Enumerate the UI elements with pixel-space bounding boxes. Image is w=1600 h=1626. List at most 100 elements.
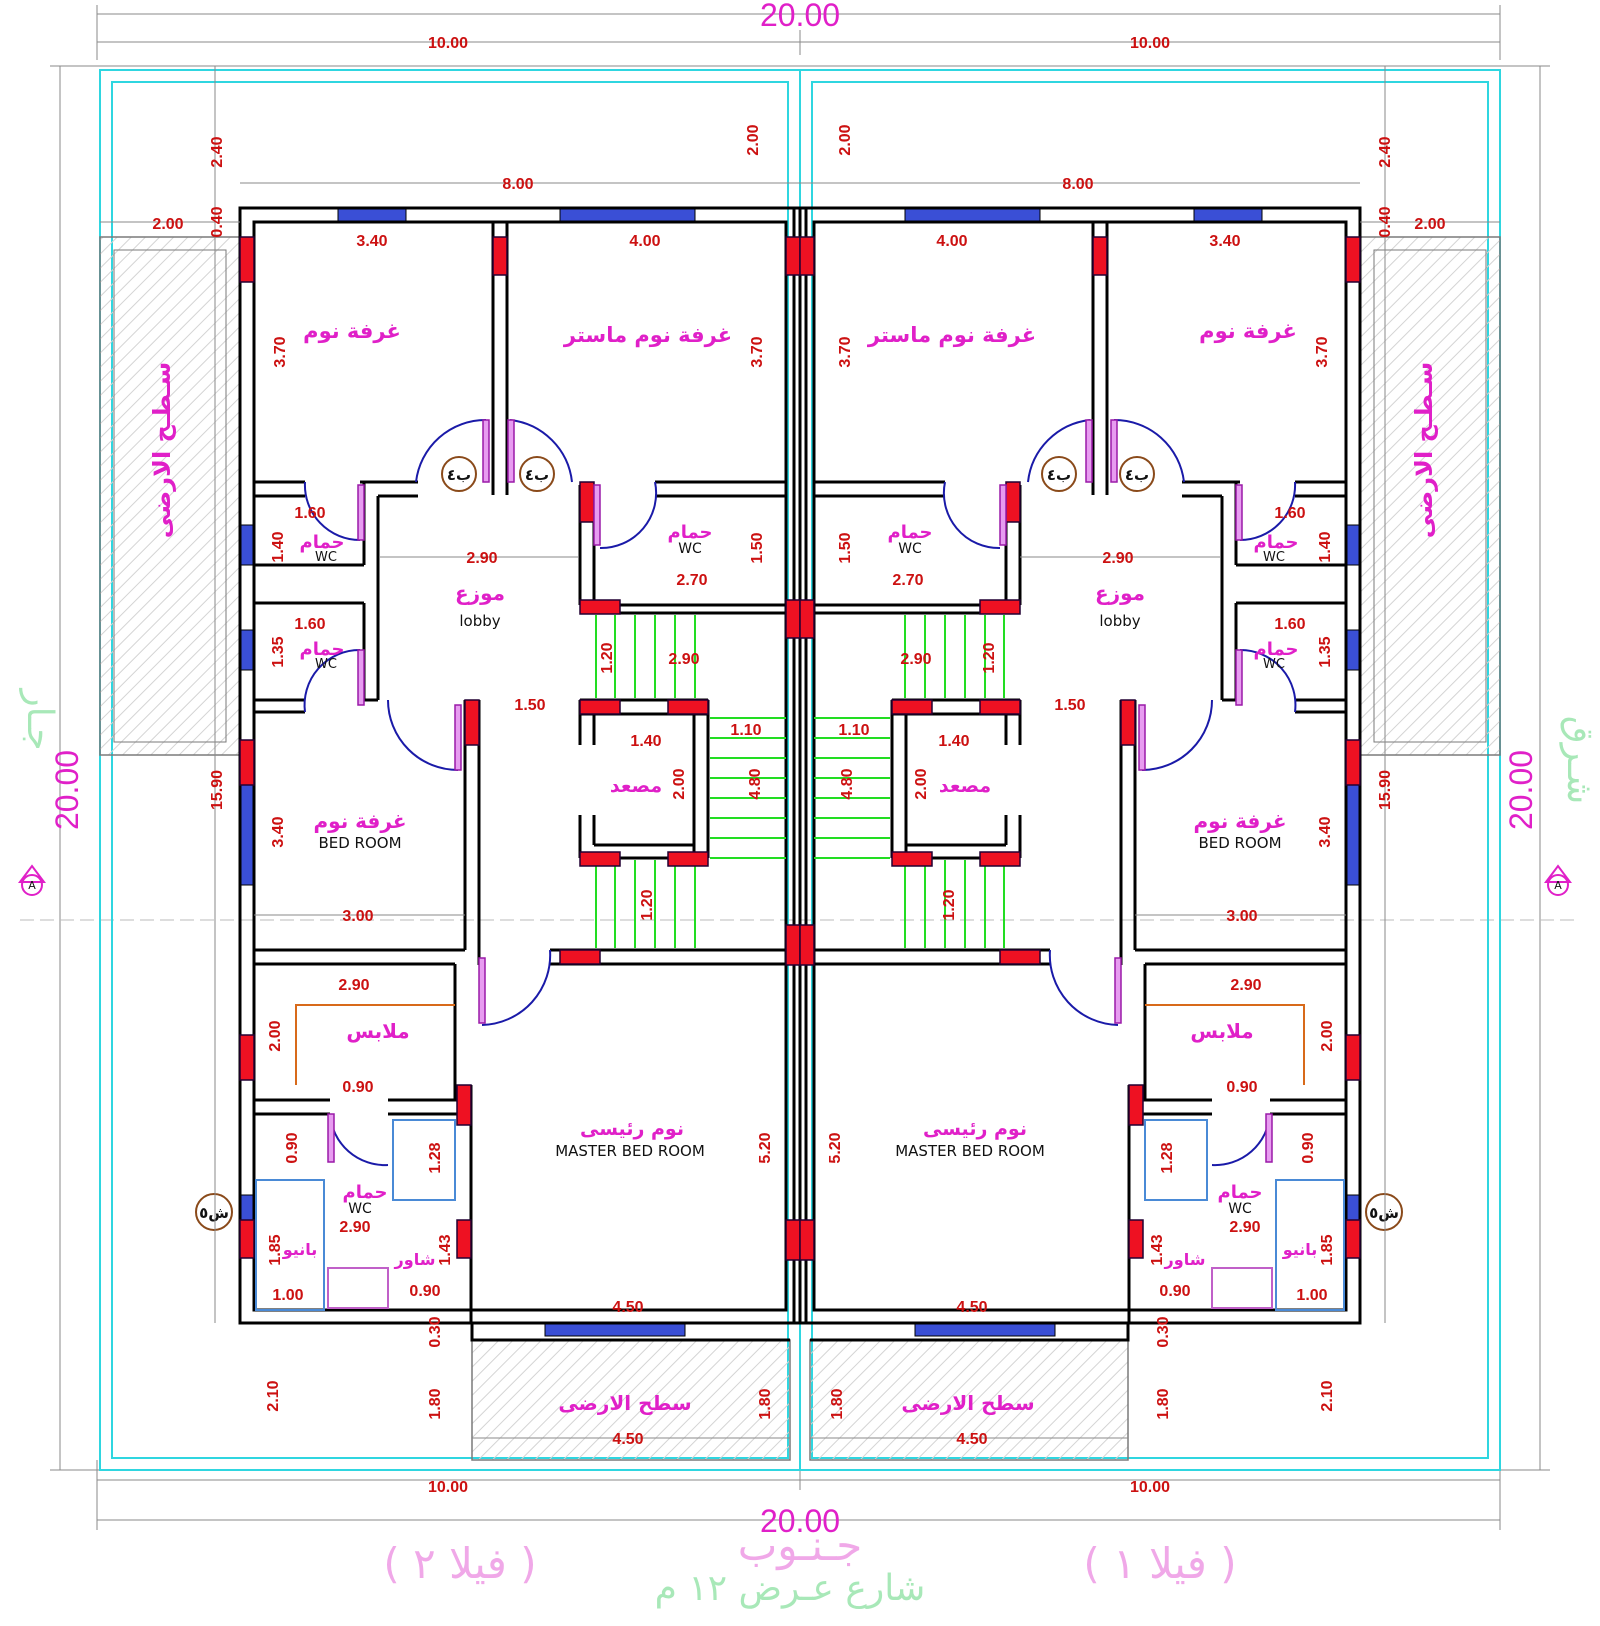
dim-bath2-width: 2.70 bbox=[676, 572, 707, 589]
dim-house-depth-r: 15.90 bbox=[1377, 770, 1394, 810]
room-main-bedroom: نوم رئيسى bbox=[580, 1118, 684, 1140]
room-wc-3-r: WC bbox=[1263, 657, 1285, 672]
dim-closet-width: 2.90 bbox=[338, 977, 369, 994]
dim-terrace-r: 2.00 bbox=[1414, 216, 1445, 233]
dim-closet-width-r: 2.90 bbox=[1230, 977, 1261, 994]
dim-stair-length: 4.80 bbox=[747, 768, 764, 799]
dim-front-r: 2.00 bbox=[837, 124, 854, 155]
room-lobby-en-r: lobby bbox=[1099, 612, 1140, 630]
dim-bath2-depth-r: 1.50 bbox=[837, 532, 854, 563]
dim-terrace-width: 4.50 bbox=[612, 1431, 643, 1448]
room-wc-2-r: WC bbox=[898, 541, 922, 557]
roof-label-bottom-right: سطح الارضى bbox=[901, 1391, 1034, 1415]
dim-front-l: 2.00 bbox=[745, 124, 762, 155]
dim-bed2-depth: 3.40 bbox=[270, 816, 287, 847]
dim-elevator-width: 1.40 bbox=[630, 733, 661, 750]
dim-tub-width-r: 1.00 bbox=[1296, 1287, 1327, 1304]
dim-setback-l: 2.40 bbox=[209, 136, 226, 167]
villa-2-label: ( فيلا ٢ ) bbox=[383, 1539, 536, 1588]
room-bedroom-2-r: غرفة نوم bbox=[1194, 809, 1287, 833]
room-lobby: موزع bbox=[455, 581, 505, 605]
dim-bed2-width-r: 3.00 bbox=[1226, 908, 1257, 925]
room-master-bed-en: MASTER BED ROOM bbox=[555, 1142, 705, 1160]
dim-stair-length-r: 4.80 bbox=[839, 768, 856, 799]
tag-shower-right: ش٥ bbox=[1369, 1204, 1399, 1222]
room-bathroom-4-r: حمام bbox=[1218, 1182, 1263, 1203]
room-closet-r: ملابس bbox=[1190, 1019, 1253, 1043]
room-tags bbox=[195, 456, 1403, 1231]
room-main-bedroom-r: نوم رئيسى bbox=[923, 1118, 1027, 1140]
dim-wc1-depth-r: 1.40 bbox=[1317, 531, 1334, 562]
dim-tub-length: 1.85 bbox=[267, 1234, 284, 1265]
room-wc-4-r: WC bbox=[1228, 1201, 1252, 1217]
dim-bed1-depth: 3.70 bbox=[272, 336, 289, 367]
dim-shower-length: 1.43 bbox=[437, 1234, 454, 1265]
roof-label-right: سـطـح الارضى bbox=[1410, 362, 1438, 538]
walls bbox=[238, 206, 1362, 1342]
dim-overall-top: 20.00 bbox=[760, 0, 840, 33]
dim-elevator-width-r: 1.40 bbox=[938, 733, 969, 750]
dim-master-width-r: 4.00 bbox=[936, 233, 967, 250]
stairs bbox=[595, 615, 1005, 948]
dim-bath4-width: 2.90 bbox=[339, 1219, 370, 1236]
dim-terrace-depth-4: 1.80 bbox=[1155, 1388, 1172, 1419]
dim-bath4-width-r: 2.90 bbox=[1229, 1219, 1260, 1236]
dim-shower-length-r: 1.43 bbox=[1149, 1234, 1166, 1265]
dim-wc1-width: 1.60 bbox=[294, 505, 325, 522]
dim-master-depth: 3.70 bbox=[749, 336, 766, 367]
dim-bath2-depth: 1.50 bbox=[749, 532, 766, 563]
tag-bath-2: ب٤ bbox=[525, 466, 549, 484]
room-bedroom-2-en-r: BED ROOM bbox=[1198, 834, 1281, 852]
room-bathroom-3: حمام bbox=[300, 639, 345, 660]
room-master-bed-en-r: MASTER BED ROOM bbox=[895, 1142, 1045, 1160]
dim-bath2-width-r: 2.70 bbox=[892, 572, 923, 589]
dim-terrace-depth-3: 1.80 bbox=[829, 1388, 846, 1419]
dim-bed2-depth-r: 3.40 bbox=[1317, 816, 1334, 847]
dim-bed2-width: 3.00 bbox=[342, 908, 373, 925]
dim-stair1-width: 1.20 bbox=[599, 642, 616, 673]
room-bathroom-3-r: حمام bbox=[1254, 639, 1299, 660]
section-mark-right: A bbox=[1554, 879, 1562, 892]
dim-master-depth-r: 3.70 bbox=[837, 336, 854, 367]
dim-half-top-left: 10.00 bbox=[428, 35, 468, 52]
room-bedroom-1-r: غرفة نوم bbox=[1199, 319, 1297, 343]
dim-main-bed-depth-r: 5.20 bbox=[827, 1132, 844, 1163]
dim-rear-setback-r: 2.10 bbox=[1319, 1380, 1336, 1411]
dim-shower-width: 0.90 bbox=[409, 1283, 440, 1300]
dim-wc1-width-r: 1.60 bbox=[1274, 505, 1305, 522]
roof-label-bottom-left: سطح الارضى bbox=[558, 1391, 691, 1415]
dim-closet-depth: 2.00 bbox=[267, 1020, 284, 1051]
fixture-bathtub-r: بانيو bbox=[1282, 1240, 1318, 1259]
dim-stair1-width-r: 1.20 bbox=[981, 642, 998, 673]
tag-bath-1: ب٤ bbox=[447, 466, 471, 484]
dim-stair2-width: 1.20 bbox=[639, 889, 656, 920]
dim-wall-r: 0.40 bbox=[1377, 206, 1394, 237]
plot-boundary bbox=[99, 69, 1501, 1471]
orientation-west: جـار bbox=[19, 687, 60, 750]
room-lobby-r: موزع bbox=[1095, 581, 1145, 605]
doors bbox=[303, 418, 1297, 1167]
dim-tub-width: 1.00 bbox=[272, 1287, 303, 1304]
dim-half-bottom-left: 10.00 bbox=[428, 1479, 468, 1496]
dim-door-width: 0.90 bbox=[342, 1079, 373, 1096]
dim-corridor-r: 1.50 bbox=[1054, 697, 1085, 714]
dim-overall-bottom: 20.00 bbox=[760, 1503, 840, 1539]
room-lobby-en: lobby bbox=[459, 612, 500, 630]
dim-overall-right: 20.00 bbox=[1503, 750, 1539, 830]
tag-bath-3: ب٤ bbox=[1047, 466, 1071, 484]
dim-house-depth: 15.90 bbox=[209, 770, 226, 810]
orientation-east: شـرق bbox=[1559, 716, 1600, 805]
dim-tub-length-r: 1.85 bbox=[1319, 1234, 1336, 1265]
room-closet: ملابس bbox=[346, 1019, 409, 1043]
dim-sink: 1.28 bbox=[427, 1142, 444, 1173]
dim-wc3-depth-r: 1.35 bbox=[1317, 636, 1334, 667]
dim-main-bed-depth: 5.20 bbox=[757, 1132, 774, 1163]
dim-step-r: 0.30 bbox=[1155, 1316, 1172, 1347]
dim-overall-left: 20.00 bbox=[49, 750, 85, 830]
dim-house-width-r: 8.00 bbox=[1062, 176, 1093, 193]
dim-half-top-right: 10.00 bbox=[1130, 35, 1170, 52]
room-bathroom-1: حمام bbox=[300, 532, 345, 553]
dim-closet-depth-r: 2.00 bbox=[1319, 1020, 1336, 1051]
dim-wall-l: 0.40 bbox=[209, 206, 226, 237]
section-mark-left: A bbox=[28, 879, 36, 892]
